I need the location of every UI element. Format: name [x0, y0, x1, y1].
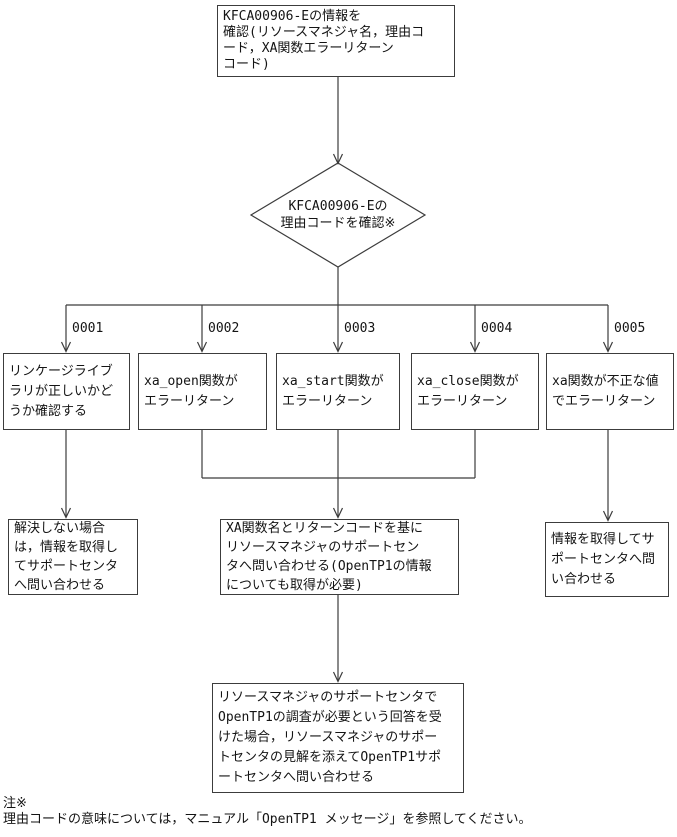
merge-connector-234	[201, 430, 476, 519]
footnote-label: 注※	[3, 796, 27, 811]
arrow-branch-0004	[469, 305, 481, 353]
branch-box-text: リンケージライブ ラリが正しいかど うか確認する	[9, 363, 114, 419]
arrow-start-to-decision	[332, 77, 344, 165]
branch-code-0003: 0003	[344, 321, 376, 336]
arrow-down-icon	[602, 341, 614, 353]
arrow-branch-0002	[196, 305, 208, 353]
arrow-down-icon	[196, 341, 208, 353]
start-box: KFCA00906-Eの情報を 確認(リソースマネジャ名，理由コ ード，XA関数…	[217, 5, 455, 77]
arrow-down-icon	[60, 341, 72, 353]
branch-box-text: xa_open関数が エラーリターン	[144, 373, 238, 409]
arrow-down-icon	[469, 341, 481, 353]
followup-box-left: 解決しない場合 は，情報を取得し てサポートセンタ へ問い合わせる	[8, 519, 138, 595]
followup-left-text: 解決しない場合 は，情報を取得し てサポートセンタ へ問い合わせる	[14, 521, 119, 593]
decision-diamond-text: KFCA00906-Eの 理由コードを確認※	[280, 199, 396, 231]
followup-box-right: 情報を取得してサ ポートセンタへ問 い合わせる	[545, 522, 669, 597]
arrow-down-icon	[332, 671, 344, 683]
branch-box-xa-invalid-value: xa関数が不正な値 でエラーリターン	[546, 353, 674, 430]
arrow-down-icon	[602, 510, 614, 522]
branch-box-xa-close: xa_close関数が エラーリターン	[411, 353, 539, 430]
branch-code-0004: 0004	[481, 321, 513, 336]
arrow-down-icon	[332, 341, 344, 353]
branch-code-0002: 0002	[208, 321, 240, 336]
arrow-down-icon	[332, 507, 344, 519]
final-box: リソースマネジャのサポートセンタで OpenTP1の調査が必要という回答を受 け…	[212, 683, 464, 793]
branch-box-text: xa_close関数が エラーリターン	[417, 373, 519, 409]
branch-box-text: xa_start関数が エラーリターン	[282, 373, 384, 409]
arrow-branch-0003	[332, 305, 344, 353]
branch-box-linkage-library: リンケージライブ ラリが正しいかど うか確認する	[3, 353, 130, 430]
branch-box-xa-open: xa_open関数が エラーリターン	[138, 353, 267, 430]
followup-right-text: 情報を取得してサ ポートセンタへ問 い合わせる	[551, 531, 656, 587]
final-box-text: リソースマネジャのサポートセンタで OpenTP1の調査が必要という回答を受 け…	[218, 690, 442, 785]
arrow-middle-to-final	[332, 595, 344, 683]
arrow-down-icon	[60, 507, 72, 519]
arrow-branch-0005	[602, 305, 614, 353]
footnote-text: 理由コードの意味については，マニュアル「OpenTP1 メッセージ」を参照してく…	[3, 812, 532, 827]
followup-middle-text: XA関数名とリターンコードを基に リソースマネジャのサポートセン タへ問い合わせ…	[226, 521, 432, 593]
branch-box-xa-start: xa_start関数が エラーリターン	[276, 353, 400, 430]
arrow-box5-to-lowerright	[602, 430, 614, 522]
start-box-text: KFCA00906-Eの情報を 確認(リソースマネジャ名，理由コ ード，XA関数…	[223, 9, 425, 72]
arrow-branch-0001	[60, 305, 72, 353]
branch-code-0005: 0005	[614, 321, 646, 336]
footnote: 注※ 理由コードの意味については，マニュアル「OpenTP1 メッセージ」を参照…	[3, 796, 673, 828]
arrow-box1-to-lowerleft	[60, 430, 72, 519]
branch-code-0001: 0001	[72, 321, 104, 336]
followup-box-middle: XA関数名とリターンコードを基に リソースマネジャのサポートセン タへ問い合わせ…	[220, 519, 459, 595]
branch-box-text: xa関数が不正な値 でエラーリターン	[552, 373, 659, 409]
